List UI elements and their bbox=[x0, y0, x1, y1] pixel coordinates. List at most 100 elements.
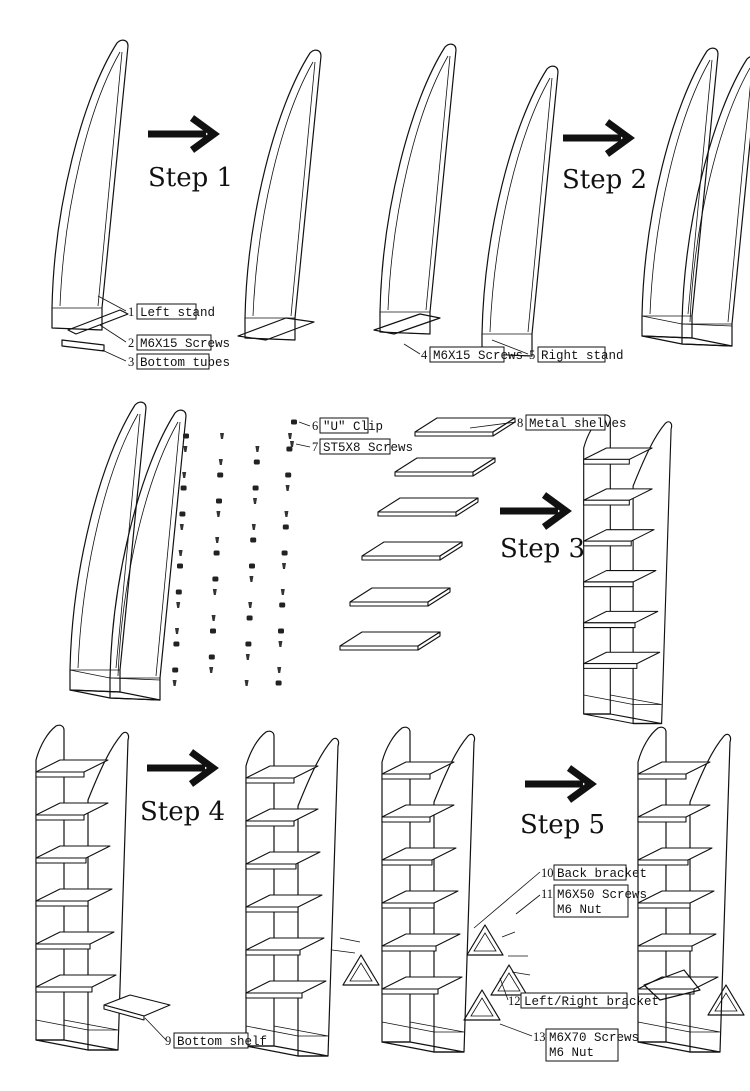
st5x8-screw bbox=[277, 667, 282, 673]
bottom-tube-a bbox=[67, 309, 129, 335]
svg-text:Metal shelves: Metal shelves bbox=[529, 417, 627, 431]
st5x8-screw bbox=[178, 550, 183, 556]
bottom-shelf-part bbox=[103, 994, 171, 1017]
u-clip bbox=[175, 589, 182, 595]
u-clip bbox=[183, 433, 189, 439]
st5x8-screw bbox=[179, 524, 184, 530]
svg-text:"U" Clip: "U" Clip bbox=[323, 420, 383, 434]
callout-part-7: 7 ST5X8 Screws bbox=[290, 438, 413, 455]
u-clip bbox=[275, 680, 282, 686]
svg-text:5: 5 bbox=[529, 348, 535, 362]
step2-before-figure bbox=[373, 43, 559, 357]
u-clip bbox=[216, 498, 222, 504]
svg-text:12: 12 bbox=[508, 994, 521, 1008]
svg-text:10: 10 bbox=[541, 866, 554, 880]
u-clip bbox=[172, 667, 179, 673]
st5x8-screw bbox=[211, 615, 216, 621]
svg-text:9: 9 bbox=[165, 1034, 171, 1048]
svg-text:13: 13 bbox=[533, 1030, 546, 1044]
svg-text:M6 Nut: M6 Nut bbox=[557, 903, 602, 917]
step5-label: Step 5 bbox=[520, 810, 605, 840]
svg-text:Bottom shelf: Bottom shelf bbox=[177, 1035, 267, 1049]
svg-text:8: 8 bbox=[517, 416, 523, 430]
svg-text:M6 Nut: M6 Nut bbox=[549, 1046, 594, 1060]
st5x8-screw bbox=[278, 641, 283, 647]
u-clip bbox=[177, 563, 183, 569]
svg-text:2: 2 bbox=[128, 336, 134, 350]
step1-label: Step 1 bbox=[148, 163, 233, 193]
st5x8-screw bbox=[248, 602, 253, 608]
st5x8-screw bbox=[253, 498, 257, 504]
u-clip bbox=[208, 654, 215, 660]
clips-and-screws bbox=[172, 433, 293, 686]
callout-part-8: 8 Metal shelves bbox=[469, 414, 627, 431]
step4-before-figure bbox=[35, 724, 171, 1051]
u-clip bbox=[253, 459, 260, 465]
u-clip bbox=[213, 550, 220, 556]
step2-after-figure bbox=[642, 48, 750, 346]
callout-part-3: 3 Bottom tubes bbox=[101, 349, 230, 370]
st5x8-screw bbox=[285, 485, 290, 491]
st5x8-screw bbox=[282, 563, 286, 569]
svg-text:M6X50 Screws: M6X50 Screws bbox=[557, 888, 647, 902]
step4-arrow bbox=[147, 752, 213, 784]
u-clip bbox=[282, 524, 289, 530]
step3-after-figure bbox=[583, 414, 673, 725]
svg-text:M6X15 Screws: M6X15 Screws bbox=[140, 337, 230, 351]
st5x8-screw bbox=[216, 511, 221, 517]
st5x8-screw bbox=[172, 680, 177, 686]
svg-text:4: 4 bbox=[421, 348, 428, 362]
step1-before-figure bbox=[51, 39, 129, 352]
callout-part-10: 10 Back bracket bbox=[473, 864, 647, 929]
st5x8-screw bbox=[176, 602, 181, 608]
callout-part-5: 5 Right stand bbox=[491, 339, 624, 363]
svg-text:Left/Right bracket: Left/Right bracket bbox=[524, 995, 659, 1009]
svg-text:7: 7 bbox=[312, 440, 318, 454]
svg-text:M6X70 Screws: M6X70 Screws bbox=[549, 1031, 639, 1045]
u-clip bbox=[179, 511, 186, 517]
u-clip bbox=[249, 563, 255, 569]
u-clip bbox=[278, 628, 284, 634]
u-clip bbox=[250, 537, 257, 543]
st5x8-screw bbox=[245, 654, 250, 660]
svg-text:Back bracket: Back bracket bbox=[557, 867, 647, 881]
st5x8-screw bbox=[182, 472, 187, 478]
svg-text:11: 11 bbox=[541, 887, 553, 901]
svg-text:Left stand: Left stand bbox=[140, 306, 215, 320]
svg-text:3: 3 bbox=[128, 355, 134, 369]
callout-part-6: 6 "U" Clip bbox=[291, 417, 383, 434]
step3-label: Step 3 bbox=[500, 534, 585, 564]
st5x8-screw bbox=[183, 446, 188, 452]
st5x8-screw bbox=[175, 628, 179, 634]
u-clip bbox=[180, 485, 187, 491]
step2-label: Step 2 bbox=[562, 165, 647, 195]
st5x8-screw bbox=[280, 589, 285, 595]
svg-text:Bottom tubes: Bottom tubes bbox=[140, 356, 230, 370]
st5x8-screw bbox=[288, 433, 292, 439]
svg-text:M6X15 Screws: M6X15 Screws bbox=[433, 349, 523, 363]
callout-part-13: 13 M6X70 Screws M6 Nut bbox=[499, 1023, 639, 1062]
step4-after-figure bbox=[245, 730, 340, 1057]
step5-arrow bbox=[525, 768, 591, 800]
u-clip bbox=[173, 641, 180, 647]
bottom-tube-b bbox=[61, 339, 105, 352]
svg-text:ST5X8 Screws: ST5X8 Screws bbox=[323, 441, 413, 455]
callout-part-2: 2 M6X15 Screws bbox=[99, 324, 230, 351]
step1-arrow bbox=[148, 118, 214, 150]
step3-arrow bbox=[500, 495, 566, 527]
u-clip bbox=[217, 472, 224, 478]
step3-frame-figure bbox=[70, 402, 186, 700]
u-clip bbox=[245, 641, 252, 647]
u-clip bbox=[286, 446, 293, 452]
svg-text:Right stand: Right stand bbox=[541, 349, 624, 363]
callout-part-11: 11 M6X50 Screws M6 Nut bbox=[515, 884, 647, 918]
u-clip bbox=[210, 628, 216, 634]
st5x8-screw bbox=[249, 576, 254, 582]
st5x8-screw bbox=[212, 589, 217, 595]
u-clip bbox=[252, 485, 259, 491]
step5-before-figure bbox=[331, 726, 531, 1053]
u-clip bbox=[281, 550, 288, 556]
st5x8-screw bbox=[218, 459, 223, 465]
step4-label: Step 4 bbox=[140, 797, 225, 827]
